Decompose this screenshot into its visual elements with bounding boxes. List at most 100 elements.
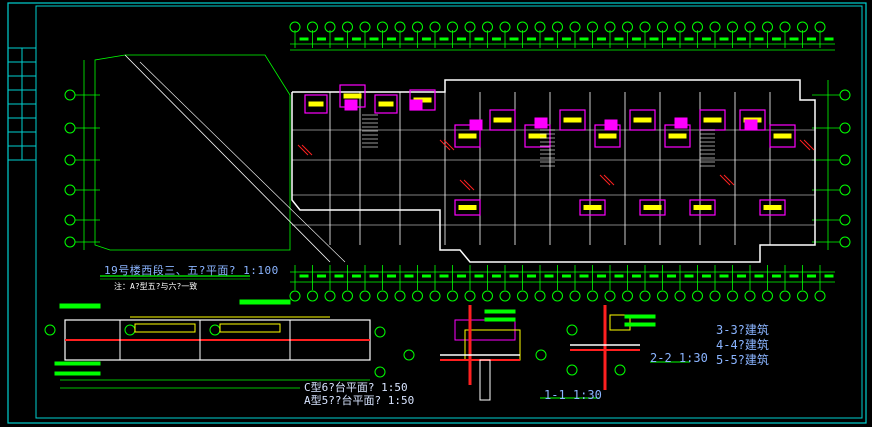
callout-text — [624, 322, 656, 327]
drawing-border — [7, 2, 867, 424]
dimension-text — [439, 274, 449, 278]
dimension-text — [789, 37, 799, 41]
room-label — [458, 133, 477, 139]
dimension-text — [789, 274, 799, 278]
site-diagonal — [139, 61, 346, 263]
room-outline — [559, 109, 586, 131]
axis-bubble-icon — [447, 290, 458, 302]
dimension-text — [474, 37, 484, 41]
room-outline — [639, 199, 666, 216]
dimension-text — [597, 274, 606, 278]
axis-bubble-icon — [587, 290, 598, 302]
axis-bubble-icon — [307, 21, 318, 33]
axis-bubble-icon — [394, 21, 406, 33]
dimension-text — [667, 274, 676, 278]
section-4-4-label: 4-4?建筑 — [716, 338, 769, 352]
axis-bubble-icon — [464, 21, 476, 33]
fixture-block — [344, 99, 358, 111]
dimension-text — [824, 274, 834, 278]
axis-bubble-icon — [64, 184, 76, 196]
axis-bubble-icon — [464, 290, 476, 302]
axis-bubble-icon — [44, 324, 56, 336]
axis-bubble-icon — [534, 21, 546, 33]
axis-bubble-icon — [429, 290, 441, 302]
axis-bubble-icon — [64, 236, 76, 248]
axis-bubble-icon — [374, 366, 386, 378]
axis-bubble-icon — [569, 21, 581, 33]
dimension-text — [299, 274, 309, 278]
dimension-text — [562, 37, 571, 41]
dimension-text — [457, 37, 466, 41]
axis-bubble-icon — [552, 21, 563, 33]
room-label — [763, 205, 782, 210]
hatch-mark — [301, 144, 313, 156]
callout-text — [59, 303, 101, 309]
axis-bubble-icon — [324, 21, 336, 33]
dimension-text — [579, 37, 589, 41]
dimension-text — [632, 37, 641, 41]
axis-bubble-icon — [797, 21, 808, 33]
dimension-text — [667, 37, 676, 41]
axis-bubble-icon — [614, 364, 626, 376]
axis-bubble-icon — [535, 349, 547, 361]
room-label — [633, 117, 652, 123]
axis-bubble-icon — [499, 21, 511, 33]
axis-bubble-icon — [814, 290, 826, 302]
axis-bubble-icon — [587, 21, 598, 33]
site-outline — [94, 54, 291, 251]
fixture-block — [469, 119, 483, 131]
axis-bubble-icon — [744, 21, 756, 33]
axis-bubble-icon — [64, 154, 76, 166]
fixture-block — [604, 119, 618, 131]
section-3-3-label: 3-3?建筑 — [716, 323, 769, 337]
section-1-1-title: 1-1 1:30 — [544, 388, 602, 402]
axis-bubble-icon — [566, 324, 578, 336]
axis-bubble-icon — [447, 21, 458, 33]
axis-bubble-icon — [797, 290, 808, 302]
room-outline — [629, 109, 656, 131]
axis-bubble-icon — [744, 290, 756, 302]
room-outline — [454, 199, 481, 216]
dimension-text — [334, 274, 344, 278]
drawing-inner-border — [35, 5, 863, 419]
dimension-text — [457, 274, 466, 278]
dimension-text — [562, 274, 571, 278]
axis-bubble-icon — [692, 290, 703, 302]
dimension-text — [614, 274, 624, 278]
callout-text — [54, 371, 101, 376]
main-plan-note: 注：A?型五?与六?一致 — [114, 282, 198, 291]
axis-bubble-icon — [394, 290, 406, 302]
hatch-mark — [439, 139, 451, 151]
dimension-text — [527, 37, 536, 41]
axis-bubble-icon — [342, 290, 353, 302]
room-outline — [304, 94, 328, 114]
fixture-block — [409, 99, 423, 111]
axis-bubble-icon — [622, 290, 633, 302]
axis-bubble-icon — [64, 122, 76, 134]
room-label — [703, 117, 722, 123]
hatch-mark — [723, 174, 735, 186]
dimension-text — [334, 37, 344, 41]
hatch-mark — [719, 174, 731, 186]
axis-bubble-icon — [64, 89, 76, 101]
site-diagonal — [124, 54, 331, 263]
dimension-text — [387, 274, 396, 278]
fixture-block — [534, 117, 548, 129]
balcony-c-title: C型6?台平面? 1:50 — [304, 381, 408, 394]
dimension-text — [754, 37, 764, 41]
axis-bubble-icon — [534, 290, 546, 302]
axis-bubble-icon — [762, 21, 773, 33]
axis-bubble-icon — [674, 21, 686, 33]
axis-bubble-icon — [499, 290, 511, 302]
callout-text — [484, 317, 516, 322]
axis-bubble-icon — [377, 21, 388, 33]
dimension-text — [684, 274, 694, 278]
axis-bubble-icon — [779, 290, 791, 302]
axis-bubble-icon — [289, 290, 301, 302]
dimension-text — [807, 274, 816, 278]
room-outline — [769, 124, 796, 148]
axis-bubble-icon — [412, 21, 423, 33]
dimension-text — [422, 37, 431, 41]
axis-bubble-icon — [342, 21, 353, 33]
